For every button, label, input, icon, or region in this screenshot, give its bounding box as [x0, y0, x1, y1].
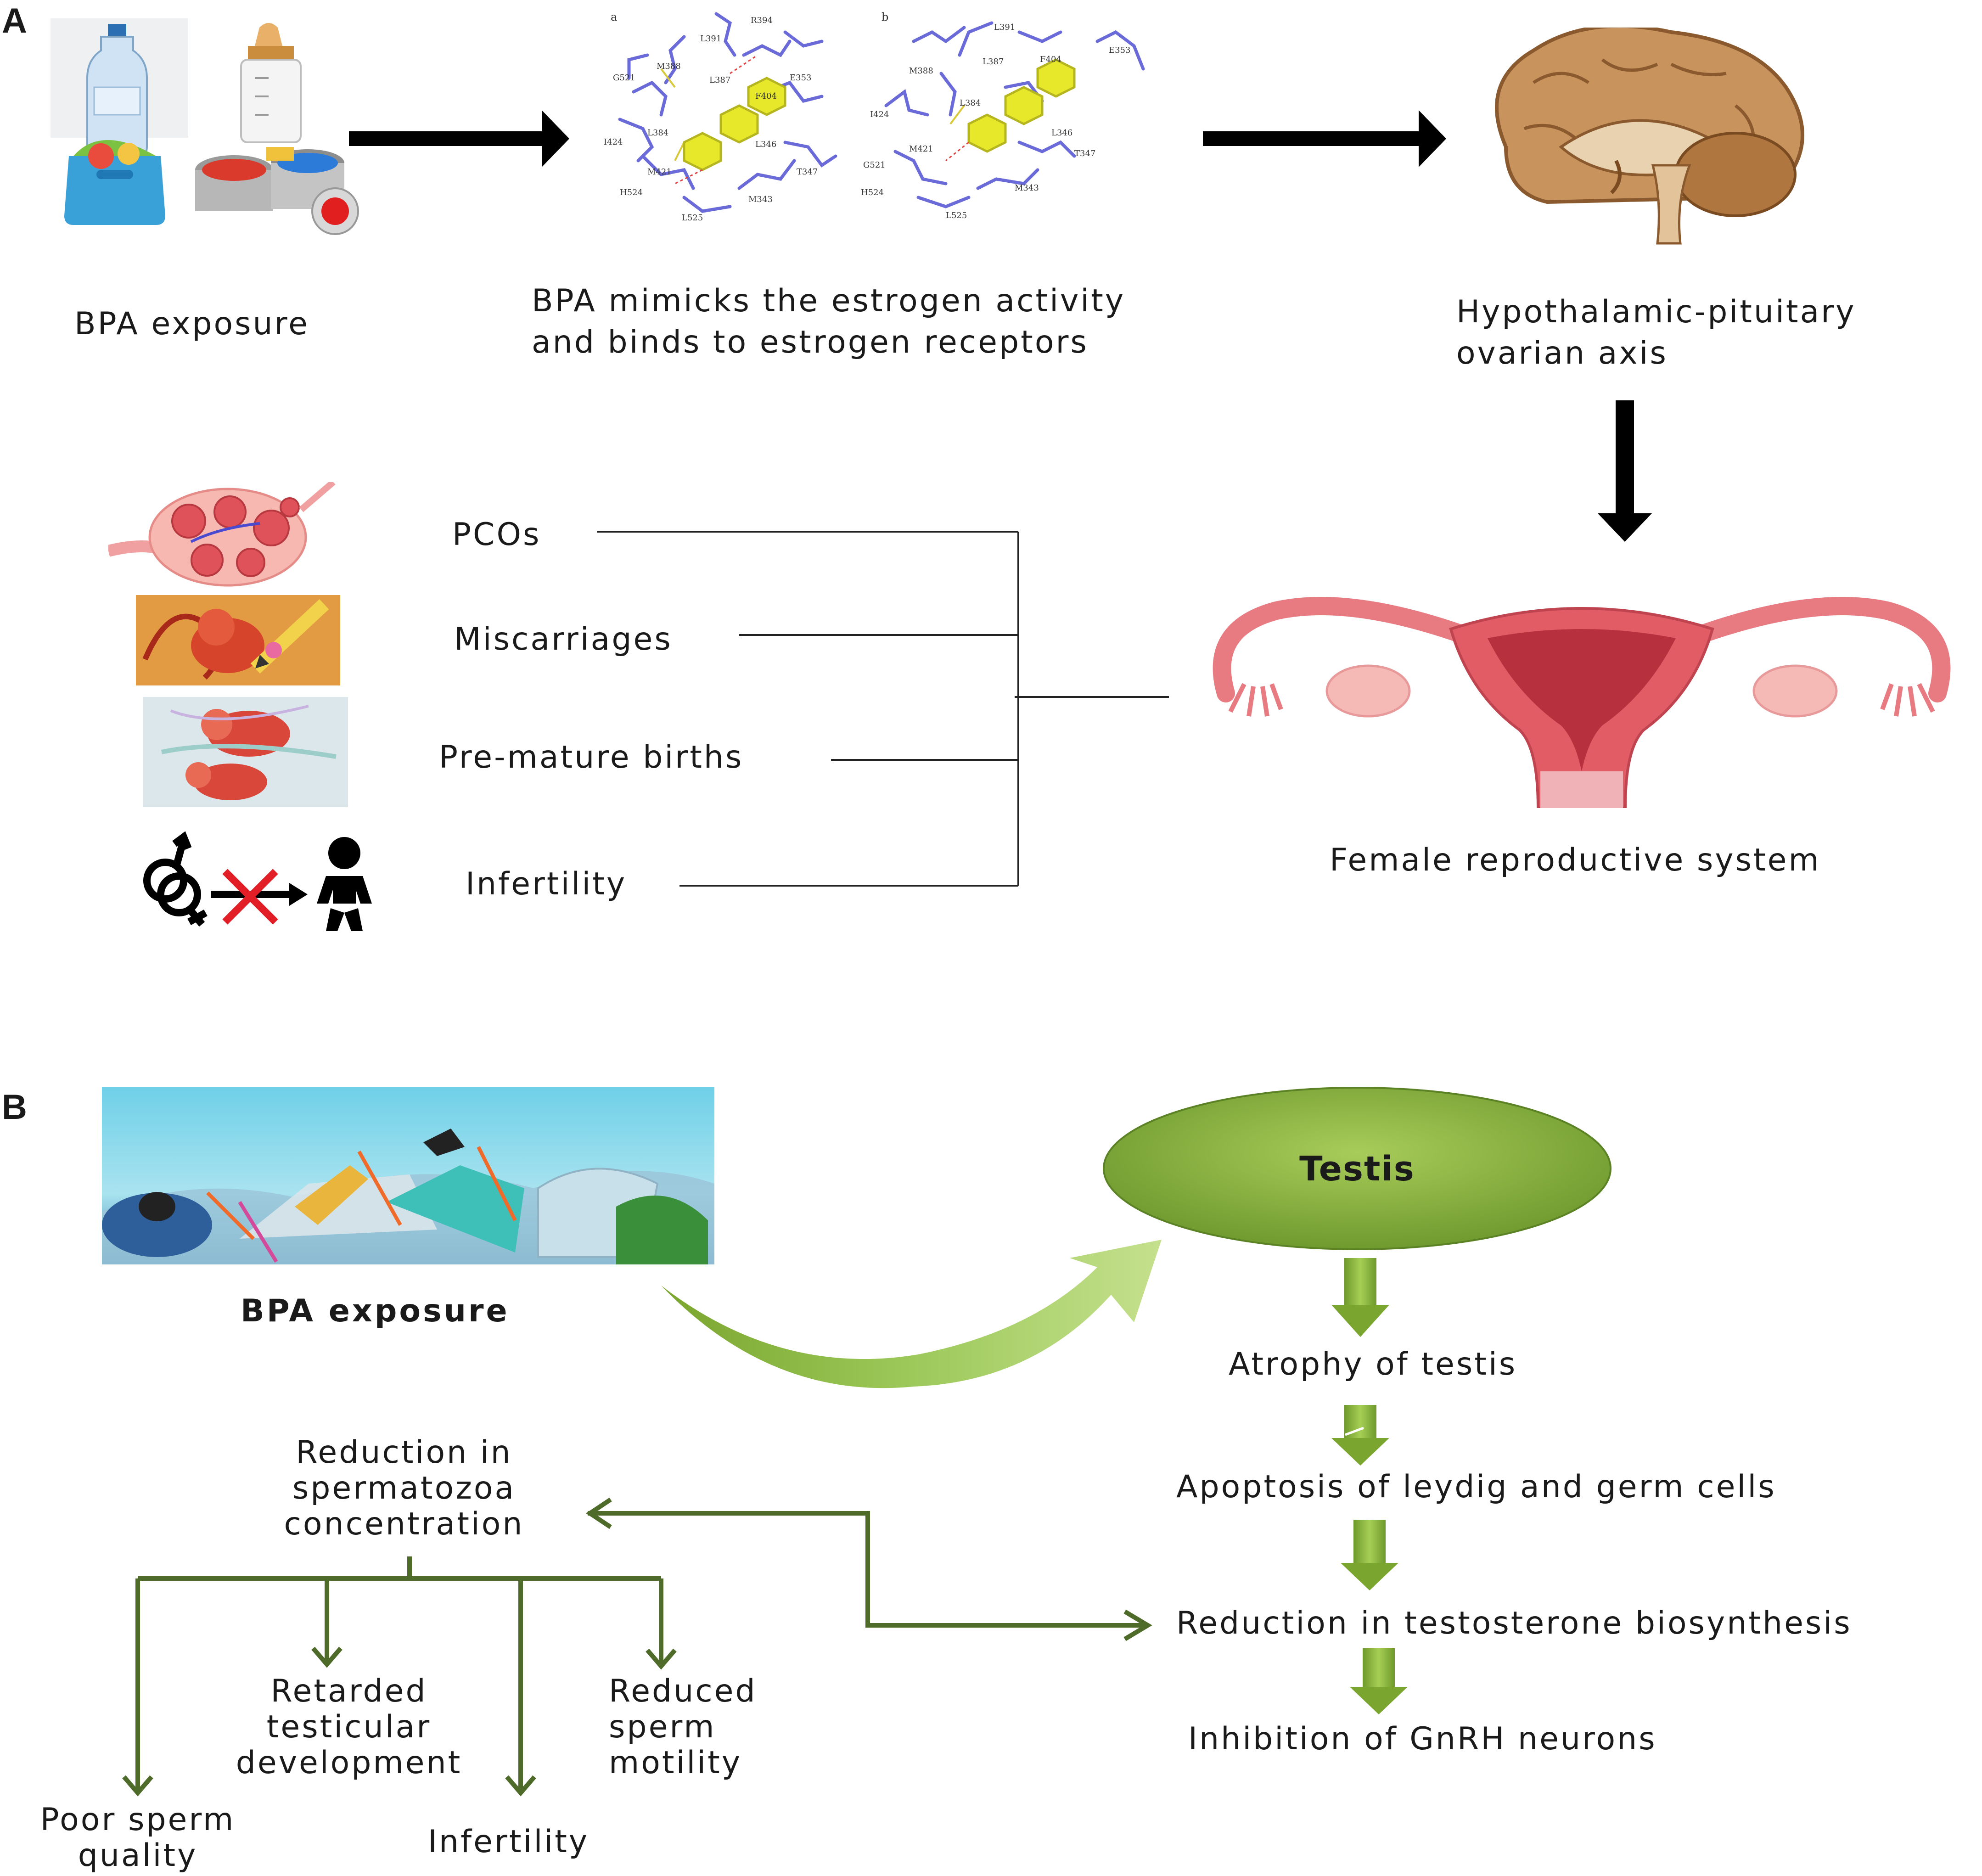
residue-label: I424 [604, 137, 623, 147]
infertility-icon [138, 830, 376, 936]
effect-reduced-motility-line3: motility [609, 1745, 742, 1781]
bpa-ligand-a [683, 77, 786, 171]
residue-label: M421 [647, 167, 672, 177]
residue-label: L525 [682, 213, 703, 223]
panel-a-letter: A [2, 1, 27, 40]
premature-birth-illustration [143, 697, 348, 807]
residue-label: L384 [960, 98, 981, 108]
residue-label: G521 [863, 160, 886, 170]
down-arrow-4 [1350, 1648, 1408, 1714]
residue-label: H524 [861, 188, 884, 197]
residue-label: F404 [755, 91, 777, 101]
arrow-exposure-to-receptor [349, 110, 569, 167]
effect-infertility: Infertility [428, 1824, 590, 1860]
residue-label: M343 [1015, 183, 1039, 193]
structure-a-label: a [611, 11, 617, 23]
effect-retarded-line2: testicular [266, 1709, 432, 1745]
plastic-waste-photo [102, 1087, 714, 1264]
curved-arrow-exposure-to-testis [661, 1240, 1162, 1388]
bpa-exposure-label-b: BPA exposure [241, 1293, 510, 1329]
residue-label: I424 [870, 110, 889, 119]
cascade-testosterone-reduction: Reduction in testosterone biosynthesis [1176, 1605, 1852, 1641]
down-arrow-2 [1331, 1405, 1389, 1466]
panel-a-connectors [349, 110, 1652, 887]
residue-label: L391 [994, 22, 1015, 32]
outcome-pcos: PCOs [452, 517, 541, 553]
testis-node [1101, 1084, 1613, 1253]
down-arrow-3 [1341, 1520, 1398, 1590]
plastic-products-illustration [51, 18, 363, 239]
outcome-premature-births: Pre-mature births [439, 739, 744, 775]
cascade-atrophy: Atrophy of testis [1229, 1346, 1517, 1382]
outcome-miscarriages: Miscarriages [454, 621, 673, 657]
residue-label: R394 [751, 16, 773, 25]
effect-poor-sperm-quality-line1: Poor sperm [40, 1802, 236, 1838]
bracket-lines [597, 531, 1169, 887]
effect-retarded-line1: Retarded [270, 1673, 427, 1709]
residue-label: L391 [700, 34, 721, 44]
polycystic-ovary-illustration [107, 479, 338, 588]
cascade-apoptosis: Apoptosis of leydig and germ cells [1176, 1469, 1776, 1505]
hpo-axis-label-line1: Hypothalamic-pituitary [1456, 294, 1856, 330]
receptor-binding-label-line2: and binds to estrogen receptors [532, 324, 1089, 360]
cross-icon [222, 869, 278, 925]
miscarriage-illustration [136, 595, 340, 685]
panel-b-letter: B [2, 1088, 27, 1127]
baby-bottle-icon [240, 23, 302, 143]
residue-label: L387 [709, 75, 730, 85]
down-arrow-1 [1331, 1258, 1389, 1337]
reduction-spermatozoa-line3: concentration [284, 1506, 524, 1542]
cascade-gnrh-inhibition: Inhibition of GnRH neurons [1188, 1721, 1657, 1757]
female-reproductive-system-label: Female reproductive system [1330, 842, 1821, 878]
hpo-axis-label-line2: ovarian axis [1456, 335, 1668, 371]
effect-retarded-line3: development [236, 1745, 462, 1781]
outcome-infertility: Infertility [466, 866, 627, 902]
residue-label: L525 [946, 211, 967, 220]
residue-label: H524 [620, 188, 643, 197]
arrow-brain-to-uterus [1598, 400, 1652, 542]
residue-label: G521 [613, 73, 635, 83]
residue-label: M421 [909, 144, 933, 154]
bpa-ligand-b [967, 58, 1076, 153]
residue-label: E353 [790, 73, 812, 83]
residue-label: M343 [748, 195, 773, 204]
residue-label: M388 [657, 62, 681, 71]
lunch-box-icon [64, 140, 165, 225]
residue-label: F404 [1040, 55, 1061, 64]
testis-label: Testis [1299, 1149, 1415, 1189]
residue-label: L346 [1051, 128, 1072, 138]
structure-b-label: b [882, 11, 888, 23]
bpa-exposure-label-a: BPA exposure [74, 306, 309, 342]
effect-reduced-motility-line2: sperm [609, 1709, 716, 1745]
effect-reduced-motility-line1: Reduced [609, 1673, 757, 1709]
residue-label: M388 [909, 66, 933, 76]
uterus-illustration [1203, 569, 1960, 809]
paint-cans-icon [195, 147, 359, 235]
residue-label: L384 [647, 128, 668, 138]
residue-label: L387 [983, 57, 1004, 67]
residue-label: L346 [755, 140, 776, 149]
brain-illustration [1478, 24, 1827, 248]
arrow-receptor-to-brain [1203, 110, 1446, 167]
residue-label: E353 [1109, 45, 1131, 55]
effect-poor-sperm-quality-line2: quality [78, 1837, 198, 1874]
double-arrow-connector [585, 1497, 1152, 1641]
reduction-spermatozoa-line2: spermatozoa [292, 1470, 516, 1506]
residue-label: T347 [1074, 149, 1095, 158]
receptor-binding-label-line1: BPA mimicks the estrogen activity [532, 283, 1126, 319]
reduction-spermatozoa-line1: Reduction in [296, 1434, 512, 1471]
effects-tree [122, 1556, 677, 1797]
residue-label: T347 [797, 167, 818, 177]
male-female-symbol-icon [143, 831, 208, 927]
estrogen-receptor-docking-figure: a b [592, 5, 1171, 234]
baby-icon [317, 837, 372, 931]
